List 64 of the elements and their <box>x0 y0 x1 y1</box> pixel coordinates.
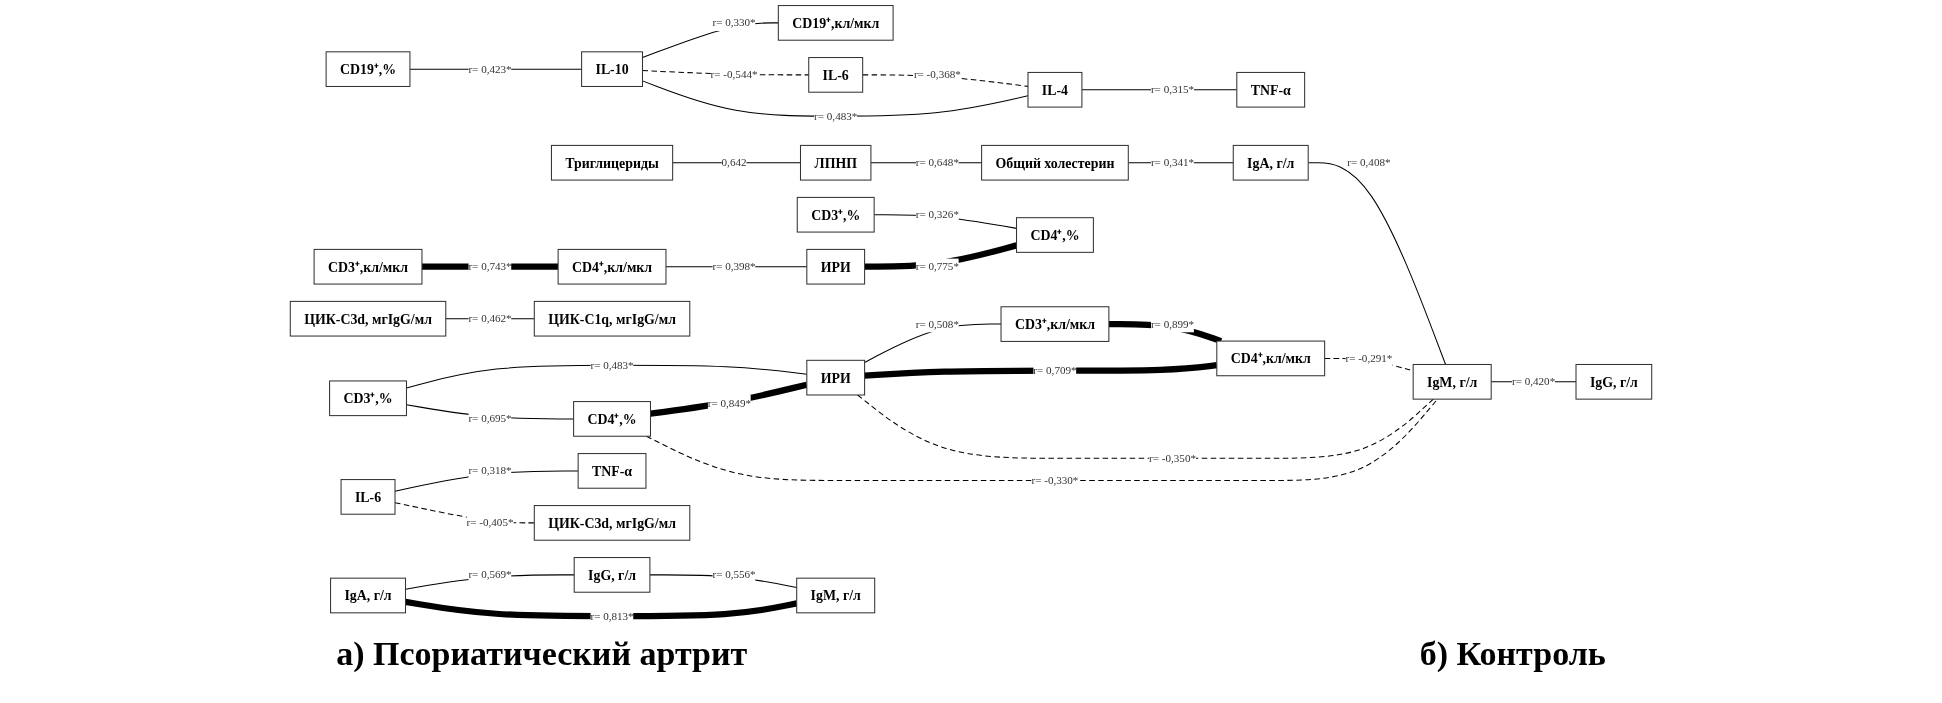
node-box: CD19⁺,% <box>325 51 411 87</box>
node-box: IgG, г/л <box>1575 363 1653 400</box>
edge-label: r= -0,544* <box>710 68 758 81</box>
node-box: TNF-α <box>577 453 647 489</box>
edge-label: r= 0,899* <box>1150 317 1195 330</box>
edge-label: r= 0,813* <box>590 609 634 622</box>
edge-label: r= 0,508* <box>915 317 959 330</box>
edge-label: r= 0,648* <box>915 156 959 169</box>
edge-label: r= 0,341* <box>1150 156 1195 169</box>
node-box: Общий холестерин <box>981 144 1129 181</box>
edge-label: r= 0,398* <box>712 260 756 273</box>
edge-label: r= 0,326* <box>915 208 959 221</box>
node-box: Триглицериды <box>550 144 674 181</box>
node-box: ЛПНП <box>800 144 872 181</box>
node-box: ИРИ <box>806 248 866 285</box>
edge-label: r= 0,569* <box>468 568 512 581</box>
edge-label: r= -0,368* <box>913 68 961 81</box>
connector <box>857 394 1434 459</box>
node-box: ЦИК-C1q, мгIgG/мл <box>533 300 691 337</box>
node-box: CD4⁺,кл/мкл <box>557 248 667 285</box>
panel-caption: а) Псориатический артрит <box>336 635 748 673</box>
node-box: CD4⁺,% <box>573 401 651 437</box>
node-box: IL-4 <box>1027 71 1083 108</box>
node-box: IgG, г/л <box>573 557 651 593</box>
edge-label: r= 0,420* <box>1511 375 1556 388</box>
edge-label: r= 0,743* <box>468 260 512 273</box>
node-box: CD4⁺,% <box>1016 217 1094 253</box>
edge-label: r= -0,291* <box>1345 352 1393 364</box>
node-box: CD3⁺,% <box>329 380 407 417</box>
edge-label: r= 0,775* <box>915 260 959 273</box>
node-box: CD19⁺,кл/мкл <box>777 5 894 41</box>
edge-label: r= 0,483* <box>814 109 858 122</box>
edge-label: 0,642 <box>721 156 747 169</box>
node-box: CD4⁺,кл/мкл <box>1216 340 1326 377</box>
edge-label: r= 0,318* <box>468 464 512 477</box>
edge-label: r= 0,709* <box>1033 364 1077 377</box>
node-box: CD3⁺,кл/мкл <box>313 248 423 285</box>
node-box: IgA, г/л <box>1232 144 1309 181</box>
edge-label: r= 0,695* <box>468 412 512 425</box>
node-box: IgM, г/л <box>1412 363 1492 400</box>
node-box: IgA, г/л <box>330 577 406 614</box>
edge-label: r= 0,483* <box>590 359 634 371</box>
connector <box>650 381 808 417</box>
node-box: IL-10 <box>581 51 643 87</box>
node-box: IgM, г/л <box>796 577 876 614</box>
edge-label: r= 0,315* <box>1150 83 1195 96</box>
edge-label: r= -0,350* <box>1149 452 1197 464</box>
edge-label: r= 0,330* <box>712 16 756 29</box>
node-box: TNF-α <box>1236 71 1306 108</box>
panel-caption: б) Контроль <box>1419 635 1606 673</box>
edge-label: r= 0,462* <box>468 312 512 325</box>
edge-label: r= 0,849* <box>707 396 751 409</box>
edge-label: r= 0,423* <box>468 62 512 75</box>
node-box: CD3⁺,% <box>796 196 875 233</box>
edge-label: r= 0,408* <box>1347 156 1391 169</box>
edge-label: r= 0,556* <box>712 568 756 581</box>
node-box: CD3⁺,кл/мкл <box>1000 306 1110 342</box>
edge-label: r= -0,330* <box>1031 474 1079 486</box>
node-box: IL-6 <box>808 57 864 93</box>
node-box: ЦИК-C3d, мгIgG/мл <box>533 505 691 541</box>
edge-label: r= -0,405* <box>466 516 514 529</box>
node-box: IL-6 <box>340 479 396 515</box>
node-box: ИРИ <box>806 359 866 396</box>
node-box: ЦИК-C3d, мгIgG/мл <box>289 300 447 337</box>
